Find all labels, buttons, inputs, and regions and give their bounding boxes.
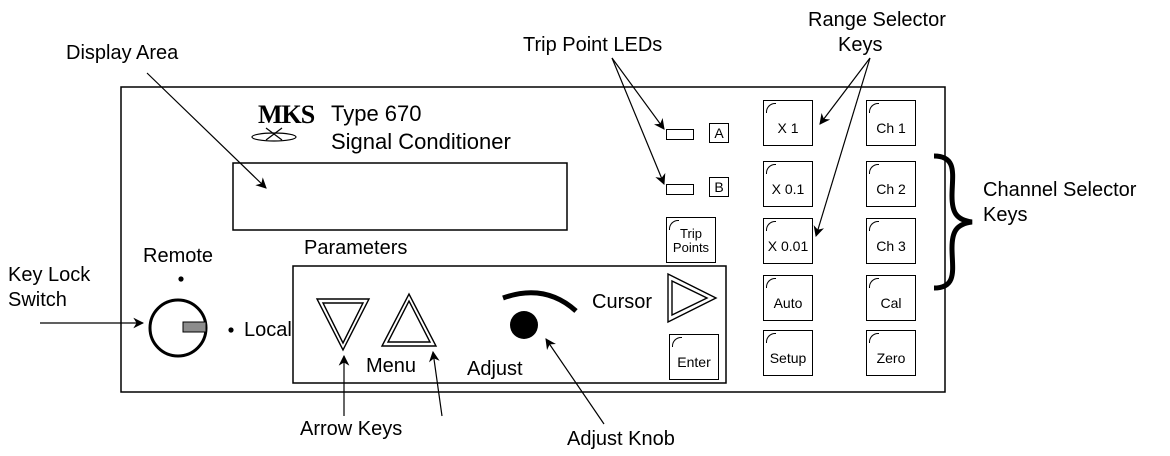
range-key-x0-1[interactable]: X 0.1 — [763, 161, 813, 207]
channel-key-label: Ch 1 — [876, 120, 906, 136]
cursor-label: Cursor — [592, 291, 653, 313]
cursor-right-key-icon — [667, 272, 718, 324]
channel-key-label: Ch 2 — [876, 181, 906, 197]
key-corner-mark — [766, 221, 776, 231]
key-lock-slot — [182, 321, 207, 333]
key-corner-mark — [672, 337, 682, 347]
parameters-box — [292, 265, 727, 384]
auto-key-label: Auto — [773, 295, 803, 311]
display-area-callout: Display Area — [66, 42, 179, 64]
cal-key[interactable]: Cal — [866, 275, 916, 321]
key-corner-mark — [766, 278, 776, 288]
trip-led-a — [666, 129, 694, 140]
key-corner-mark — [766, 333, 776, 343]
type-label: Type 670 — [331, 101, 422, 126]
enter-key-label: Enter — [677, 354, 711, 370]
range-selector-callout-line1: Range Selector — [808, 9, 946, 31]
channel-selector-callout-line2: Keys — [983, 204, 1028, 226]
local-label: Local — [244, 319, 292, 341]
display-area — [232, 162, 568, 231]
channel-key-2[interactable]: Ch 2 — [866, 161, 916, 207]
key-corner-mark — [869, 333, 879, 343]
arrow-keys-callout: Arrow Keys — [300, 418, 403, 440]
key-corner-mark — [869, 103, 879, 113]
zero-key[interactable]: Zero — [866, 330, 916, 376]
menu-label: Menu — [366, 355, 417, 377]
trip-point-leds-callout: Trip Point LEDs — [523, 34, 663, 56]
zero-key-label: Zero — [876, 350, 906, 366]
range-key-x1[interactable]: X 1 — [763, 100, 813, 146]
range-key-label: X 1 — [777, 120, 799, 136]
mks-logo-emblem — [251, 127, 297, 142]
range-key-x0-01[interactable]: X 0.01 — [763, 218, 813, 264]
adjust-knob-callout: Adjust Knob — [567, 428, 675, 450]
enter-key[interactable]: Enter — [669, 334, 719, 380]
key-corner-mark — [869, 278, 879, 288]
trip-led-b — [666, 184, 694, 195]
adjust-label: Adjust — [467, 358, 523, 380]
setup-key-label: Setup — [769, 350, 807, 366]
down-arrow-key-icon — [315, 298, 371, 352]
channel-key-3[interactable]: Ch 3 — [866, 218, 916, 264]
key-corner-mark — [766, 103, 776, 113]
key-corner-mark — [869, 164, 879, 174]
cal-key-label: Cal — [880, 295, 902, 311]
setup-key[interactable]: Setup — [763, 330, 813, 376]
remote-dot — [178, 276, 184, 282]
channel-selector-callout-line1: Channel Selector — [983, 179, 1137, 201]
front-panel — [120, 86, 946, 393]
auto-key[interactable]: Auto — [763, 275, 813, 321]
channel-key-label: Ch 3 — [876, 238, 906, 254]
range-selector-callout-line2: Keys — [838, 34, 883, 56]
key-corner-mark — [669, 220, 679, 230]
adjust-knob-arc — [502, 290, 578, 313]
trip-led-a-label: A — [709, 123, 729, 143]
remote-label: Remote — [143, 245, 214, 267]
parameters-label: Parameters — [304, 237, 408, 259]
range-key-label: X 0.1 — [771, 181, 805, 197]
up-arrow-key-icon — [380, 292, 438, 347]
local-dot — [228, 327, 234, 333]
key-lock-callout-line2: Switch — [8, 289, 67, 311]
key-corner-mark — [766, 164, 776, 174]
adjust-knob — [510, 311, 538, 339]
key-corner-mark — [869, 221, 879, 231]
key-lock-callout-line1: Key Lock — [8, 264, 91, 286]
channel-brace — [933, 153, 973, 291]
channel-key-1[interactable]: Ch 1 — [866, 100, 916, 146]
trip-led-b-label: B — [709, 177, 729, 197]
range-key-label: X 0.01 — [767, 238, 809, 254]
mks-logo: MKS — [258, 100, 315, 129]
product-name: Signal Conditioner — [331, 129, 511, 154]
